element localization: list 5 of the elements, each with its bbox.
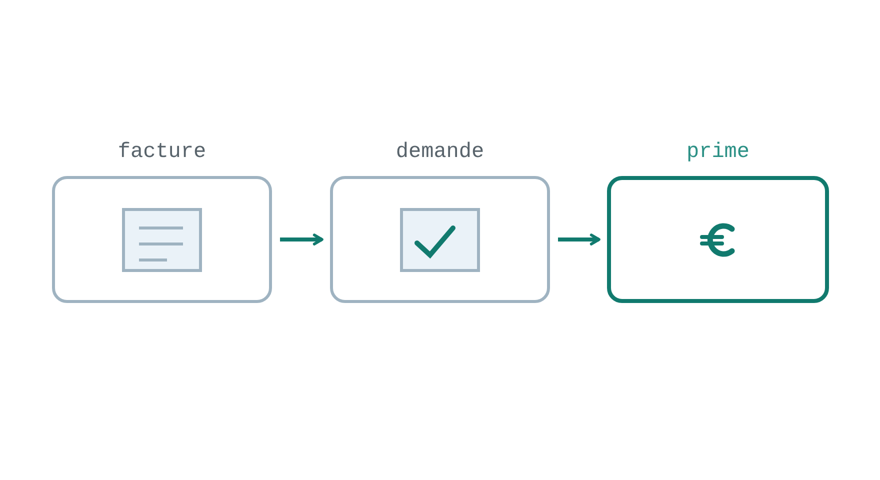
step-label: prime — [685, 140, 750, 166]
arrow — [280, 234, 324, 246]
step-label: demande — [394, 140, 486, 166]
arrow — [558, 234, 600, 246]
step-label: facture — [116, 140, 208, 166]
